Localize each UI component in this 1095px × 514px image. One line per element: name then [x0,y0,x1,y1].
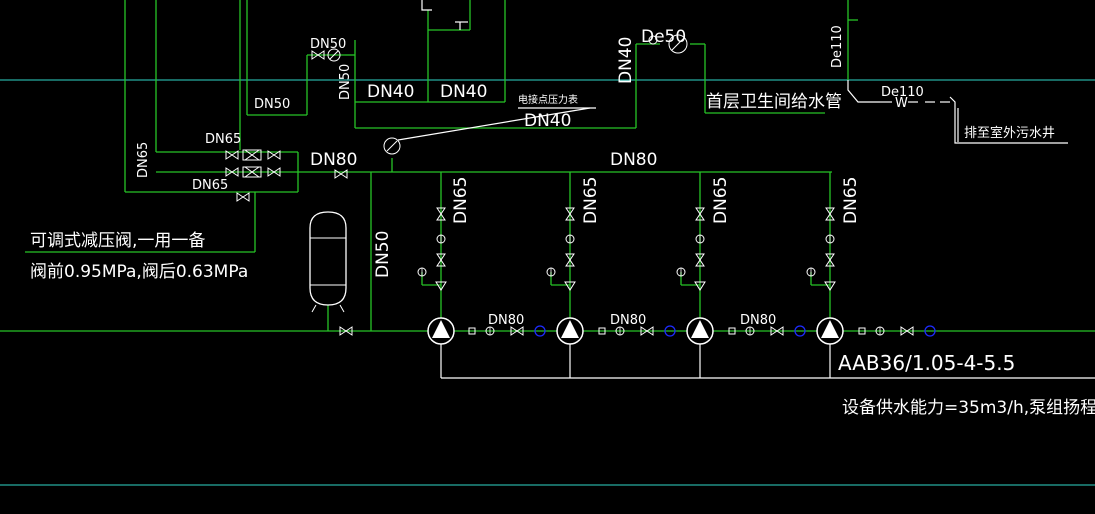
label-dn65-left: DN65 [136,142,151,178]
label-w: W [895,96,908,111]
pipe-network [0,0,1095,332]
label-dn65-p3: DN65 [711,177,731,224]
label-sewage: 排至室外污水井 [964,125,1055,141]
pump-4 [816,317,844,345]
pump-1 [427,317,455,345]
label-dn80-p3: DN80 [740,313,776,328]
label-prv-note: 可调式减压阀,一用一备 [30,231,205,251]
pump-2 [556,317,584,345]
label-model: AAB36/1.05-4-5.5 [838,351,1015,375]
label-dn65-p4: DN65 [841,177,861,224]
label-dn80-main: DN80 [610,150,657,170]
label-dn50-top: DN50 [310,37,346,52]
prv-valves [225,34,688,336]
label-dn40-a: DN40 [367,82,414,102]
label-pressure-note: 阀前0.95MPa,阀后0.63MPa [30,262,248,282]
label-de50: De50 [641,27,686,47]
label-de110-vert: De110 [830,25,845,68]
label-dn65-b: DN65 [192,178,228,193]
label-dn80-a: DN80 [310,150,357,170]
label-dn80-p2: DN80 [610,313,646,328]
pressure-tank [309,211,347,313]
labels: DN50 DN50 DN50 De50 DN40 De110 De110 W D… [30,25,1095,418]
branch-valves [417,207,836,291]
label-dn50-tank: DN50 [373,231,393,278]
label-dn80-p1: DN80 [488,313,524,328]
label-dn50-vert: DN50 [338,64,353,100]
frame-lines [0,79,1095,486]
label-de110: De110 [881,85,924,100]
label-dn65-p1: DN65 [451,177,471,224]
label-dn40-c: DN40 [524,111,571,131]
label-capacity: 设备供水能力=35m3/h,泵组扬程= [842,398,1095,418]
label-dn65-p2: DN65 [581,177,601,224]
label-dn65-a: DN65 [205,132,241,147]
label-gauge-note: 电接点压力表 [518,93,578,106]
label-water-pipe: 首层卫生间给水管 [706,92,842,112]
suction-valves [468,325,936,337]
label-dn50-left: DN50 [254,97,290,112]
label-dn40-b: DN40 [440,82,487,102]
label-dn40-vert: DN40 [616,37,636,84]
pump-3 [686,317,714,345]
